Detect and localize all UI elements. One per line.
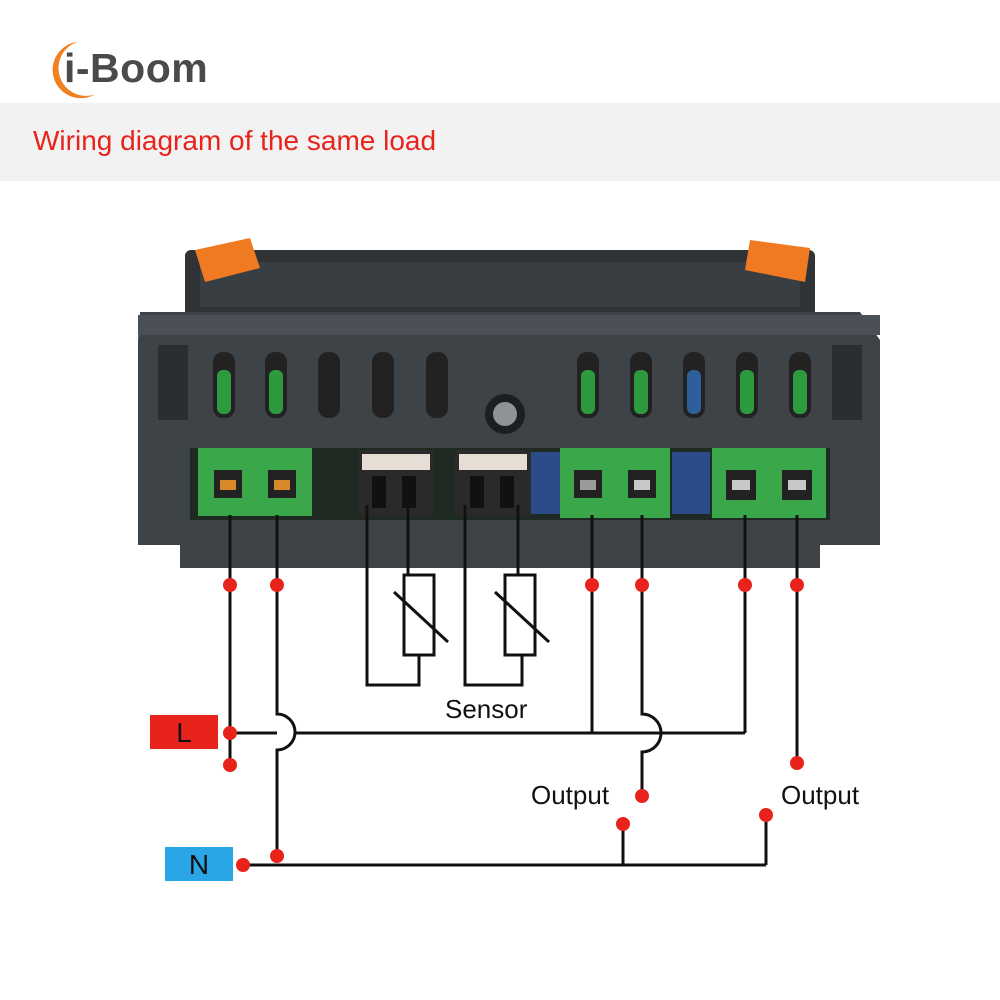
wires <box>228 505 799 867</box>
node <box>223 726 237 740</box>
live-tag <box>150 715 218 749</box>
node <box>236 858 250 872</box>
node <box>738 578 752 592</box>
node <box>635 789 649 803</box>
controller-housing <box>138 312 880 568</box>
title-banner <box>0 103 1000 181</box>
output-label-1: Output <box>531 780 610 810</box>
right-latch <box>745 240 810 282</box>
page-title: Wiring diagram of the same load <box>33 125 437 156</box>
vent-slots <box>213 352 811 418</box>
thermistor-2 <box>493 573 551 657</box>
node <box>616 817 630 831</box>
output-label-2: Output <box>781 780 860 810</box>
node <box>635 578 649 592</box>
brand-name: i-Boom <box>64 45 209 91</box>
node <box>223 758 237 772</box>
neutral-tag <box>165 847 233 881</box>
node <box>223 578 237 592</box>
connection-nodes <box>223 578 804 872</box>
crescent-logo-icon <box>52 41 95 99</box>
node <box>270 849 284 863</box>
controller-device <box>138 238 880 568</box>
node <box>759 808 773 822</box>
node <box>790 578 804 592</box>
thermistor-1 <box>392 573 450 657</box>
sensor-label: Sensor <box>445 694 528 724</box>
node <box>585 578 599 592</box>
neutral-label: N <box>189 849 209 880</box>
node <box>270 578 284 592</box>
node <box>790 756 804 770</box>
live-label: L <box>176 717 192 748</box>
terminal-blocks <box>198 448 826 518</box>
left-latch <box>195 238 260 282</box>
